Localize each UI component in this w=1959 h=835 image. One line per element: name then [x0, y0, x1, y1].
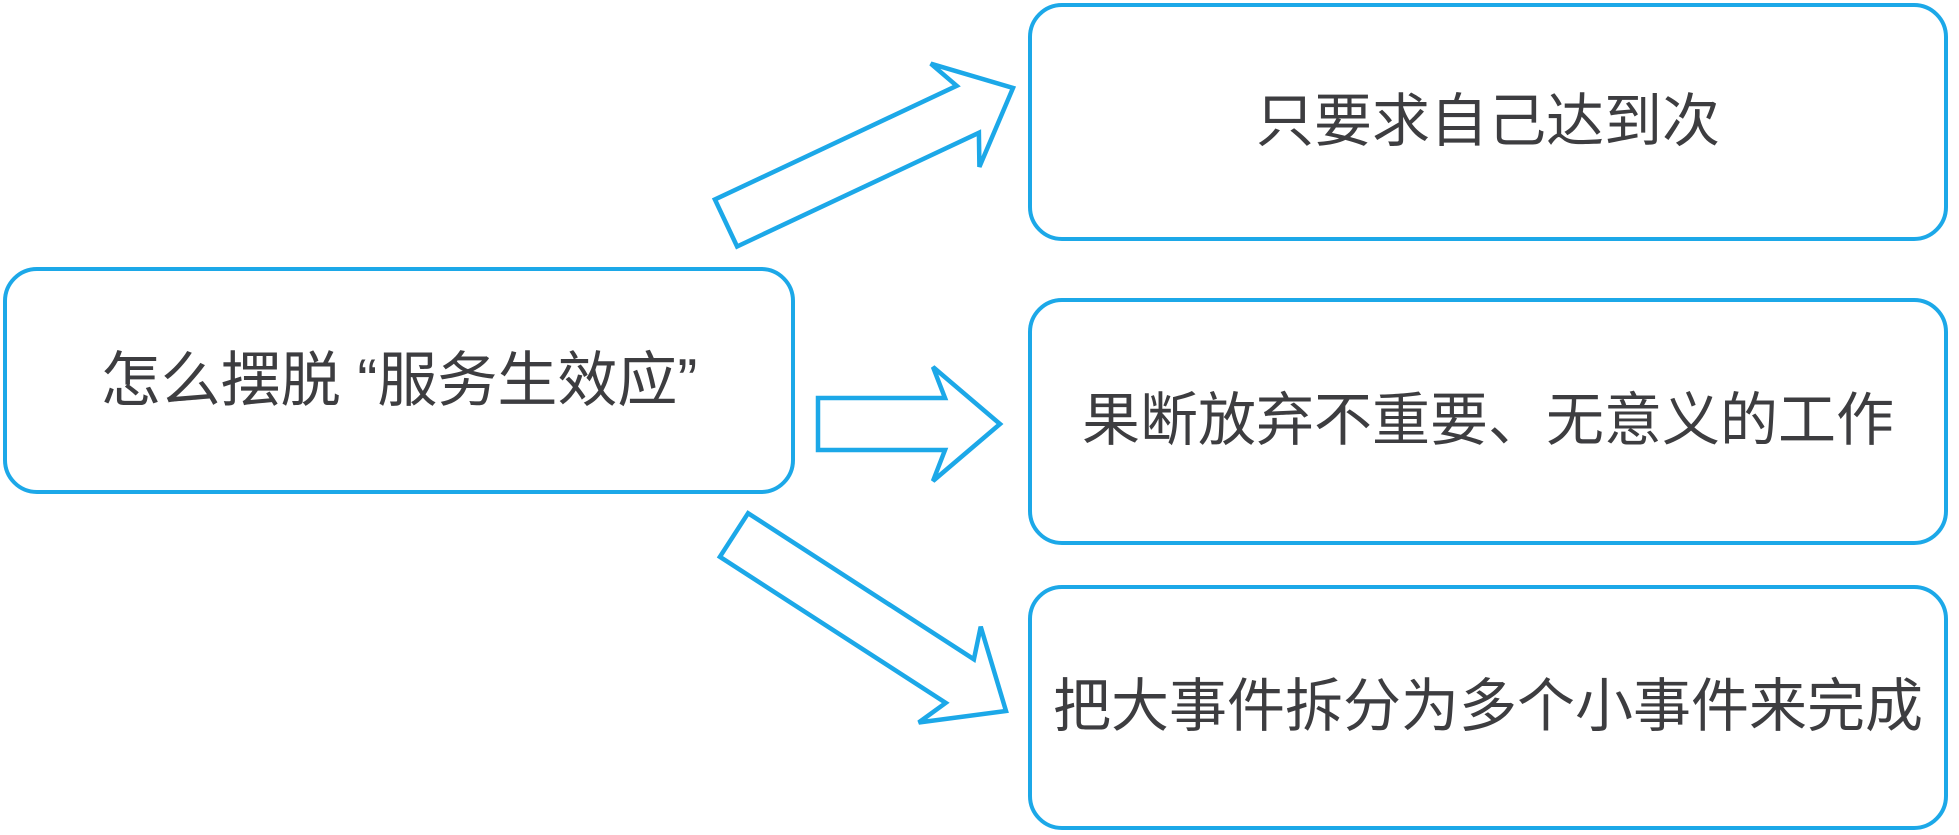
branch-node-2-label: 果断放弃不重要、无意义的工作	[1081, 388, 1894, 454]
branch-node-3-label: 把大事件拆分为多个小事件来完成	[1052, 674, 1923, 740]
branch-node-3: 把大事件拆分为多个小事件来完成	[1028, 585, 1948, 830]
arrow-down-right-icon	[716, 510, 1009, 725]
branch-node-1-label: 只要求自己达到次	[1255, 88, 1720, 154]
branch-node-1: 只要求自己达到次	[1028, 3, 1948, 241]
arrow-up-right-icon	[711, 61, 1017, 250]
arrow-right-icon	[815, 365, 1004, 483]
branch-node-2: 果断放弃不重要、无意义的工作	[1028, 298, 1948, 545]
root-node-label: 怎么摆脱 “服务生效应”	[100, 347, 698, 414]
root-node: 怎么摆脱 “服务生效应”	[3, 267, 795, 494]
